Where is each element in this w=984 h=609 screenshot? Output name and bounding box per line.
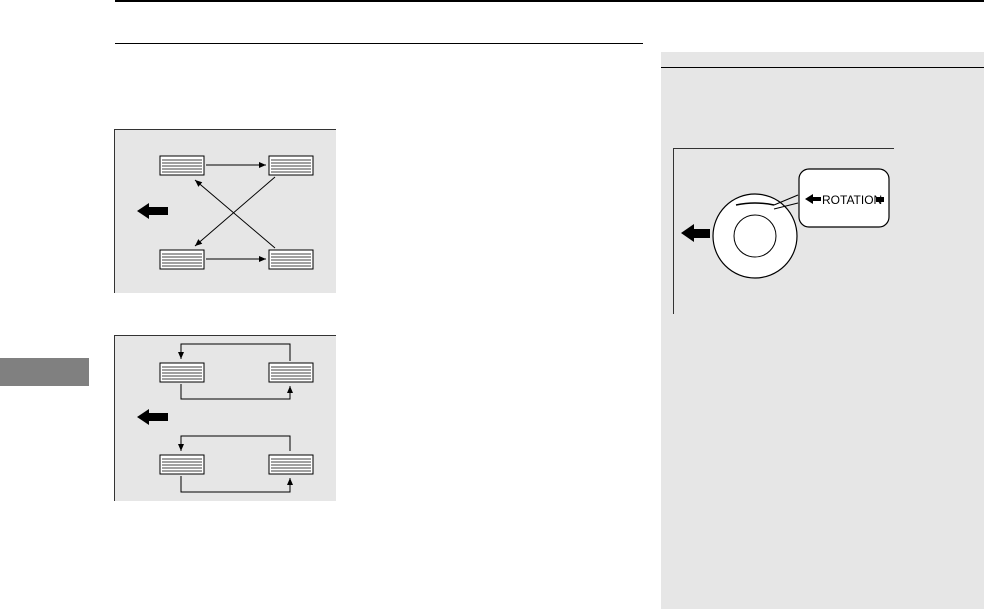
- rotation-label: ROTATION: [822, 193, 882, 207]
- same-side-rotation-figure: [114, 335, 336, 501]
- tire-icon: [160, 363, 204, 382]
- front-direction-arrow-icon: [681, 224, 710, 242]
- tire-icon: [269, 250, 313, 269]
- section-rule: [115, 43, 643, 44]
- chapter-side-tab[interactable]: [0, 358, 89, 386]
- note-panel: [661, 52, 984, 609]
- tire-icon: [160, 156, 204, 175]
- directional-tire-figure: ROTATION: [673, 148, 894, 314]
- cross-rotation-figure: [114, 129, 336, 293]
- tire-icon: [269, 156, 313, 175]
- rotation-callout: ROTATION: [799, 169, 889, 227]
- tire-icon: [160, 250, 204, 269]
- tire-icon: [713, 194, 798, 278]
- tire-icon: [269, 363, 313, 382]
- front-direction-arrow-icon: [137, 409, 168, 425]
- tire-icon: [160, 455, 204, 474]
- note-panel-rule: [661, 67, 984, 68]
- page-top-rule: [115, 0, 984, 2]
- front-direction-arrow-icon: [137, 203, 168, 219]
- tire-icon: [269, 455, 313, 474]
